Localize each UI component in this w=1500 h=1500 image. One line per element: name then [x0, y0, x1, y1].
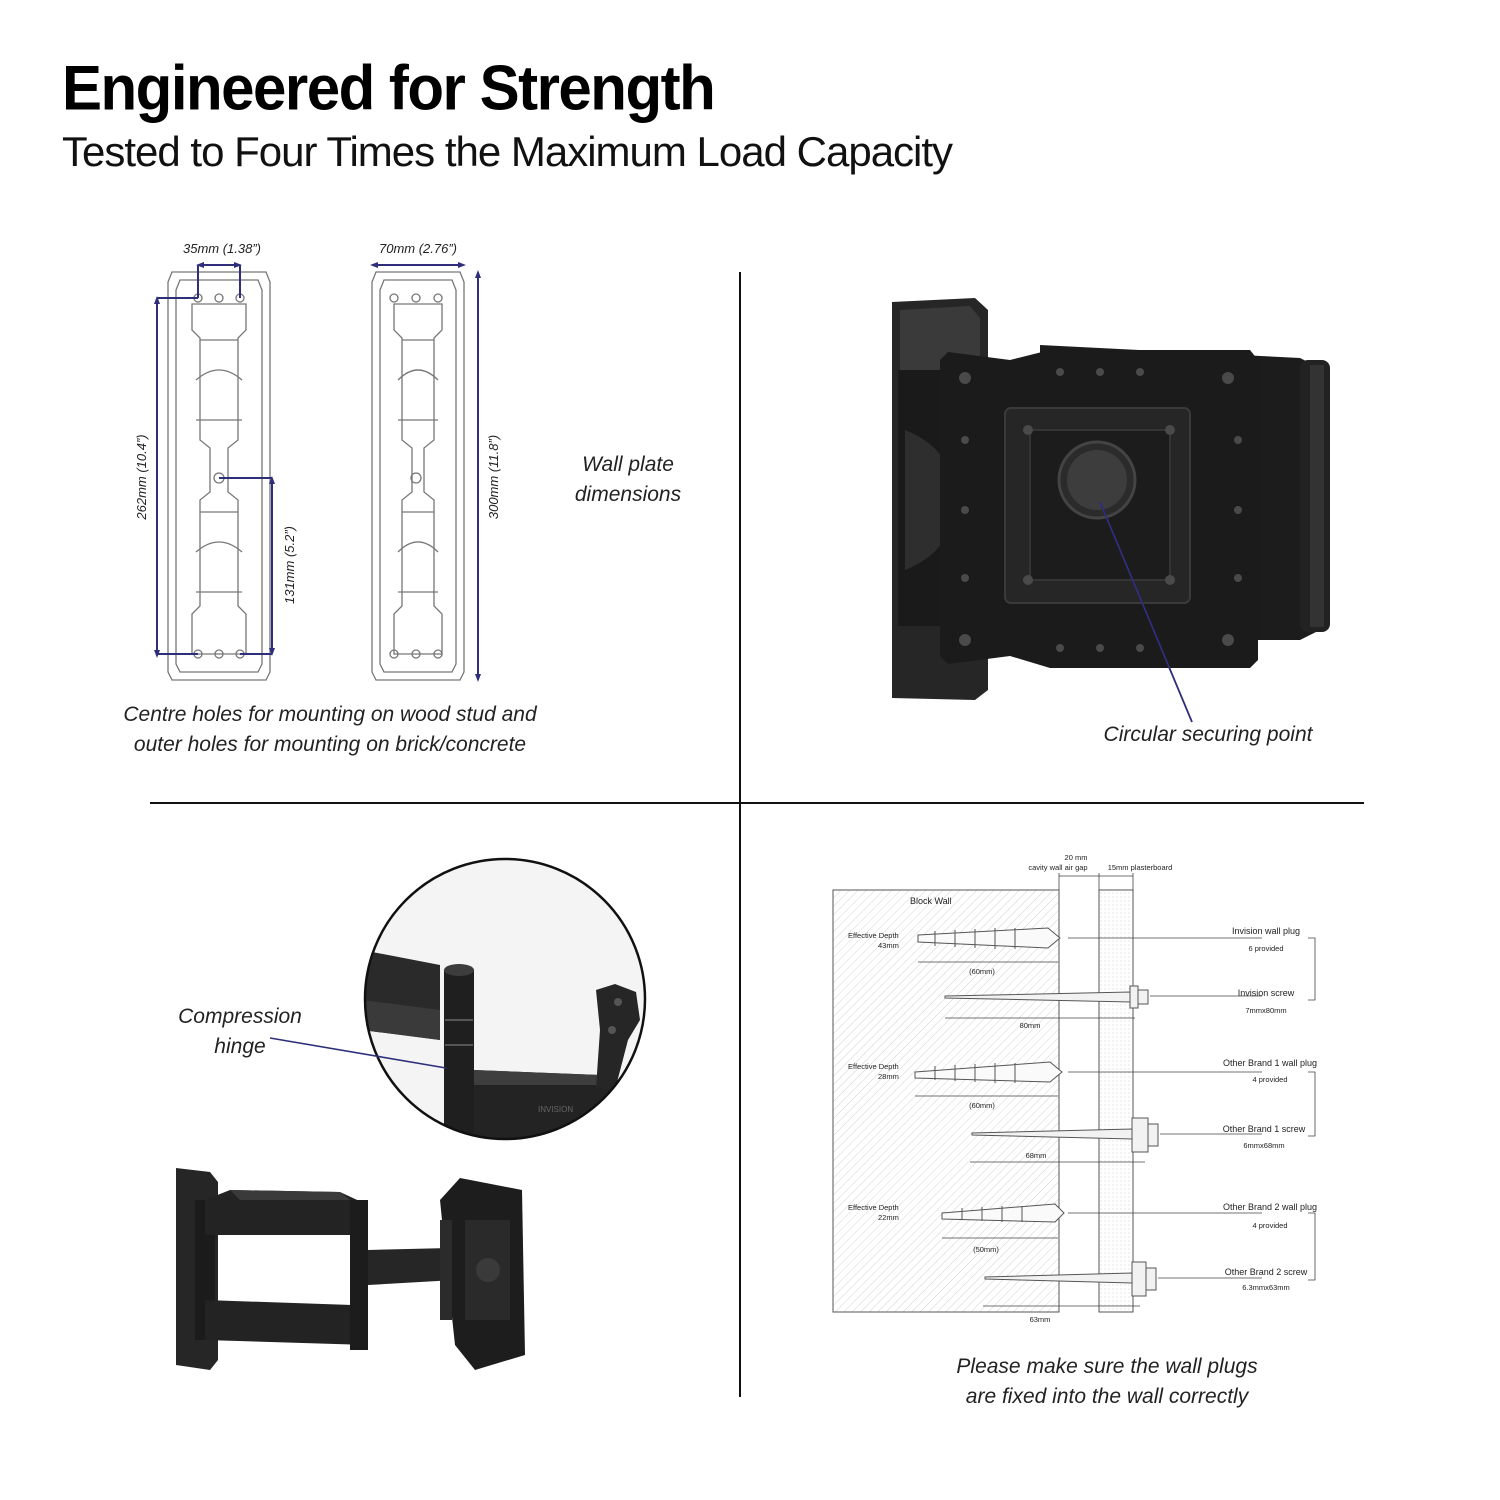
row-3-screw-len: 63mm [1030, 1315, 1051, 1324]
row-2-screw-size: 6mmx68mm [1243, 1141, 1284, 1150]
row-1-screw-size: 7mmx80mm [1245, 1006, 1286, 1015]
page-title: Engineered for Strength [62, 53, 716, 124]
dim-width-right-label: 70mm (2.76”) [379, 241, 457, 256]
wall-plate-note-line2: outer holes for mounting on brick/concre… [133, 733, 527, 756]
wall-plate-caption-line2: dimensions [574, 483, 682, 506]
dim-height-half-label: 131mm (5.2”) [282, 526, 297, 604]
block-wall [832, 889, 1060, 1313]
hinge-caption: Compression hinge [160, 1002, 320, 1062]
row-2-screw-len: 68mm [1026, 1151, 1047, 1160]
dim-height-left-label: 262mm (10.4”) [134, 434, 149, 520]
row-1-plug-len: (60mm) [969, 967, 995, 976]
row-1-screw-len: 80mm [1020, 1021, 1041, 1030]
row-3-depth-2: 22mm [878, 1213, 899, 1222]
wall-plug-caption: Please make sure the wall plugs are fixe… [900, 1352, 1314, 1412]
plasterboard-label: 15mm plasterboard [1108, 863, 1173, 872]
row-1-plug-name: Invision wall plug [1232, 926, 1300, 936]
wall-plate-caption: Wall plate dimensions [548, 450, 708, 510]
wall-plate-note: Centre holes for mounting on wood stud a… [60, 700, 600, 760]
hinge-brand-mark: INVISION [538, 1105, 573, 1114]
wall-plug-caption-line2: are fixed into the wall correctly [965, 1385, 1249, 1408]
plasterboard [1098, 889, 1134, 1313]
securing-caption: Circular securing point [1090, 720, 1326, 750]
wall-plug-caption-line1: Please make sure the wall plugs [956, 1355, 1258, 1378]
row-3-plug [941, 1203, 1065, 1223]
row-2-plug-name: Other Brand 1 wall plug [1223, 1058, 1317, 1068]
row-3-plug-len: (50mm) [973, 1245, 999, 1254]
row-2-plug-len: (60mm) [969, 1101, 995, 1110]
dim-height-right-label: 300mm (11.8”) [486, 435, 501, 519]
hinge-pointer [269, 1037, 447, 1069]
row-1-plug [917, 927, 1061, 949]
mount-front-view [892, 298, 1330, 723]
securing-caption-line: Circular securing point [1103, 723, 1313, 746]
block-wall-label: Block Wall [910, 896, 952, 906]
row-2-screw-name: Other Brand 1 screw [1223, 1124, 1306, 1134]
row-3-screw [984, 1261, 1157, 1297]
row-1-depth-1: Effective Depth [848, 931, 899, 940]
wall-plate-left [167, 271, 271, 681]
vertical-divider [739, 272, 741, 1397]
dim-width-left-label: 35mm (1.38”) [183, 241, 261, 256]
gap-label-2: cavity wall air gap [1028, 863, 1087, 872]
row-2-plug-qty: 4 provided [1252, 1075, 1287, 1084]
hinge-caption-line1: Compression [178, 1005, 302, 1028]
wall-plate-caption-line1: Wall plate [582, 453, 674, 476]
row-1-depth-2: 43mm [878, 941, 899, 950]
row-2-depth-1: Effective Depth [848, 1062, 899, 1071]
row-2-screw [971, 1117, 1159, 1153]
wall-plate-right [371, 271, 465, 681]
row-2-plug [914, 1061, 1063, 1083]
gap-label-1: 20 mm [1065, 853, 1088, 862]
row-3-screw-name: Other Brand 2 screw [1225, 1267, 1308, 1277]
wall-plate-diagram: 35mm (1.38”) 70mm (2.76”) 262mm (10.4”) … [134, 241, 501, 682]
row-3-depth-1: Effective Depth [848, 1203, 899, 1212]
row-1-screw-name: Invision screw [1238, 988, 1295, 998]
wall-plug-diagram: 20 mm cavity wall air gap 15mm plasterbo… [832, 853, 1317, 1324]
page-subtitle: Tested to Four Times the Maximum Load Ca… [62, 128, 953, 175]
row-1-plug-qty: 6 provided [1248, 944, 1283, 953]
mount-side-view [176, 1168, 525, 1370]
row-3-screw-size: 6.3mmx63mm [1242, 1283, 1290, 1292]
hinge-caption-line2: hinge [214, 1035, 266, 1058]
row-1-screw [944, 985, 1149, 1009]
horizontal-divider [150, 802, 1364, 804]
row-3-plug-qty: 4 provided [1252, 1221, 1287, 1230]
hinge-closeup: INVISION [363, 857, 647, 1141]
wall-plate-note-line1: Centre holes for mounting on wood stud a… [123, 703, 537, 726]
securing-pointer [1099, 501, 1193, 723]
row-2-depth-2: 28mm [878, 1072, 899, 1081]
row-3-plug-name: Other Brand 2 wall plug [1223, 1202, 1317, 1212]
